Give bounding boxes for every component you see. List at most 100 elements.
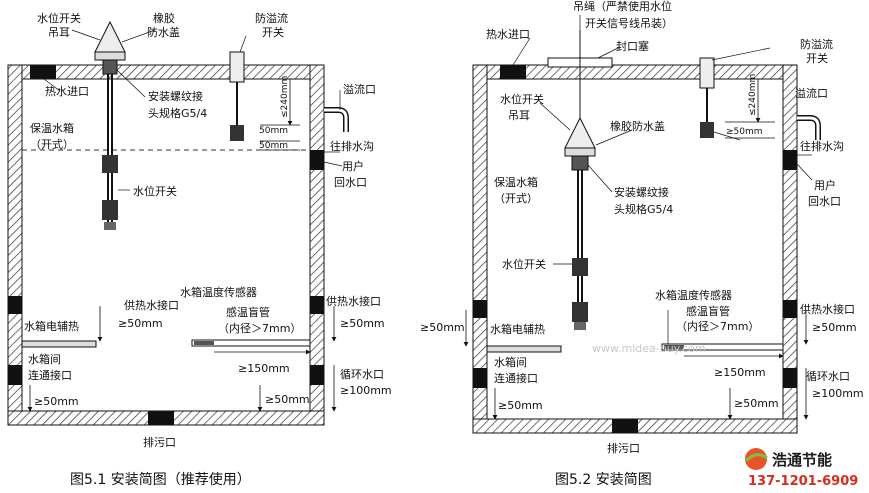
fig1-switch-ear-label-2: 吊耳 [48, 26, 70, 39]
fig1-temp-sensor-label: 水箱温度传感器 [180, 285, 257, 299]
fig1-supply-left-dim: ≥50mm [118, 317, 163, 330]
fig2-left-dim: ≥50mm [420, 321, 465, 334]
fig1-circ-port [310, 365, 324, 385]
fig2-temp-sensor-label: 水箱温度传感器 [655, 288, 732, 302]
fig2-tank [472, 57, 798, 434]
fig2-supply-port [783, 300, 797, 318]
fig1-user-return-label: 用户 [342, 159, 364, 173]
fig2-user-return-port [783, 150, 797, 170]
fig2-circ-dim: ≥100mm [812, 387, 864, 400]
fig1-circ-dim: ≥100mm [340, 384, 392, 397]
fig2-sewage-port [612, 419, 638, 433]
fig2-circ-label: 循环水口 [806, 370, 850, 383]
fig2-connect-label-2: 连通接口 [494, 372, 538, 385]
fig2-supply-dim: ≥50mm [812, 321, 857, 334]
fig1-supply-port-right [310, 296, 324, 314]
fig2-heater-rod [486, 345, 562, 353]
fig1-level-switch [94, 20, 126, 230]
fig2-dim-240: ≤240mm [748, 74, 758, 116]
fig2-blind-pipe-label: 感温盲管 [686, 304, 730, 318]
fig1-thread-label: 安装螺纹接 [148, 89, 203, 103]
fig2-dim-150: ≥150mm [714, 366, 766, 379]
fig1-switch-ear-label: 水位开关 [37, 11, 81, 25]
fig1-rubber-label: 橡胶 [153, 11, 175, 25]
fig2-drain-label: 往排水沟 [800, 139, 844, 153]
fig2-overflow-switch [699, 57, 715, 138]
fig1-overflow-port-label: 溢流口 [343, 82, 376, 96]
fig1-connect-label-2: 连通接口 [28, 369, 72, 382]
fig2-blind-pipe-label-2: （内径＞7mm） [676, 319, 759, 333]
fig2-rope-label-2: 开关信号线吊装） [585, 16, 673, 30]
fig1-drain-label: 往排水沟 [330, 139, 374, 153]
fig2-ear-label: 水位开关 [500, 92, 544, 106]
fig2-rubber-label: 橡胶防水盖 [610, 119, 665, 133]
fig2-circ-port [783, 368, 797, 388]
fig1-connect-label: 水箱间 [28, 352, 61, 366]
fig1-dim-50a: 50mm [259, 126, 288, 136]
fig2-heater-label: 水箱电辅热 [490, 322, 545, 336]
fig2-blind-pipe [661, 343, 784, 351]
fig2-level-switch [564, 116, 596, 330]
fig1-overflow-switch-label: 防溢流 [255, 11, 288, 25]
fig2-overflow-switch-label: 防溢流 [800, 37, 833, 51]
fig2-user-return-label-2: 回水口 [808, 195, 841, 208]
logo-name: 浩通节能 [772, 451, 832, 469]
fig2-overflow-switch-label-2: 开关 [806, 51, 828, 65]
fig1-hot-inlet-label: 热水进口 [45, 85, 89, 98]
fig1-supply-right-label: 供热水接口 [326, 294, 381, 308]
fig2-hot-inlet-label: 热水进口 [486, 28, 530, 41]
fig2-tank-label: 保温水箱 [494, 175, 538, 189]
fig1-dim-bottom-right: ≥50mm [265, 393, 310, 406]
fig1-tank [7, 64, 325, 426]
fig1-circ-label: 循环水口 [340, 368, 384, 381]
fig1-dim-150: ≥150mm [238, 362, 290, 375]
fig1-sewage-label: 排污口 [143, 435, 176, 449]
fig1-user-return-label-2: 回水口 [334, 176, 367, 189]
fig2-ear-label-2: 吊耳 [508, 109, 530, 122]
fig2-labels: 吊绳（严禁使用水位 开关信号线吊装） 热水进口 封口塞 防溢流 开关 水位开关 … [420, 0, 864, 488]
fig1-blind-pipe-label: 感温盲管 [226, 305, 270, 319]
fig1-connect-port [8, 365, 22, 385]
fig1-rubber-label-2: 防水盖 [147, 25, 180, 39]
fig2-connect-label: 水箱间 [494, 355, 527, 369]
fig1-thread-label-2: 头规格G5/4 [148, 106, 207, 120]
fig1-dim-50b: 50mm [259, 141, 288, 151]
fig2-dim-50: ≥50mm [726, 127, 763, 137]
fig1-heater-rod [21, 340, 97, 348]
fig1-dim-240: ≤240mm [280, 76, 290, 118]
fig1-caption: 图5.1 安装简图（推荐使用） [70, 471, 251, 488]
fig1-user-return-port [310, 150, 324, 170]
fig1-dim-bottom-left: ≥50mm [34, 395, 79, 408]
fig2-hot-inlet-port [500, 65, 526, 79]
fig2-dim-bottom-left: ≥50mm [498, 399, 543, 412]
fig2-thread-label-2: 头规格G5/4 [614, 202, 673, 216]
fig2-tank-label-2: （开式） [494, 192, 538, 205]
fig1-blind-pipe [191, 339, 311, 347]
fig2-user-return-label: 用户 [814, 178, 836, 192]
fig1-overflow-switch-label-2: 开关 [262, 25, 284, 39]
fig1-supply-left-label: 供热水接口 [124, 298, 179, 312]
fig1-heater-label: 水箱电辅热 [24, 319, 79, 333]
fig2-supply-label: 供热水接口 [800, 302, 855, 316]
fig2-rope-label: 吊绳（严禁使用水位 [573, 0, 672, 13]
fig1-supply-right-dim: ≥50mm [340, 317, 385, 330]
fig2-level-switch-label: 水位开关 [502, 257, 546, 271]
logo-icon [745, 448, 767, 470]
fig2-left-port [473, 300, 487, 318]
fig1-blind-pipe-label-2: （内径＞7mm） [218, 321, 301, 335]
fig2-thread-label: 安装螺纹接 [614, 185, 669, 199]
fig2-overflow-port-label: 溢流口 [795, 86, 828, 100]
fig2-caption: 图5.2 安装简图 [555, 471, 652, 488]
fig1-supply-port-left [8, 296, 22, 314]
fig1-tank-label: 保温水箱 [30, 121, 74, 135]
watermark: www.midea-buy.com [592, 342, 706, 355]
fig1-sewage-port [148, 411, 174, 425]
logo-phone: 137-1201-6909 [748, 474, 858, 489]
brand-logo: 浩通节能 137-1201-6909 [744, 448, 858, 489]
fig2-connect-port [473, 368, 487, 388]
fig1-labels: 水位开关 吊耳 橡胶 防水盖 防溢流 开关 热水进口 安装螺纹接 头规格G5/4… [24, 11, 392, 488]
fig2-sewage-label: 排污口 [607, 441, 640, 455]
fig1-tank-label-2: （开式） [30, 138, 74, 151]
fig1-hot-inlet-port [30, 65, 56, 79]
